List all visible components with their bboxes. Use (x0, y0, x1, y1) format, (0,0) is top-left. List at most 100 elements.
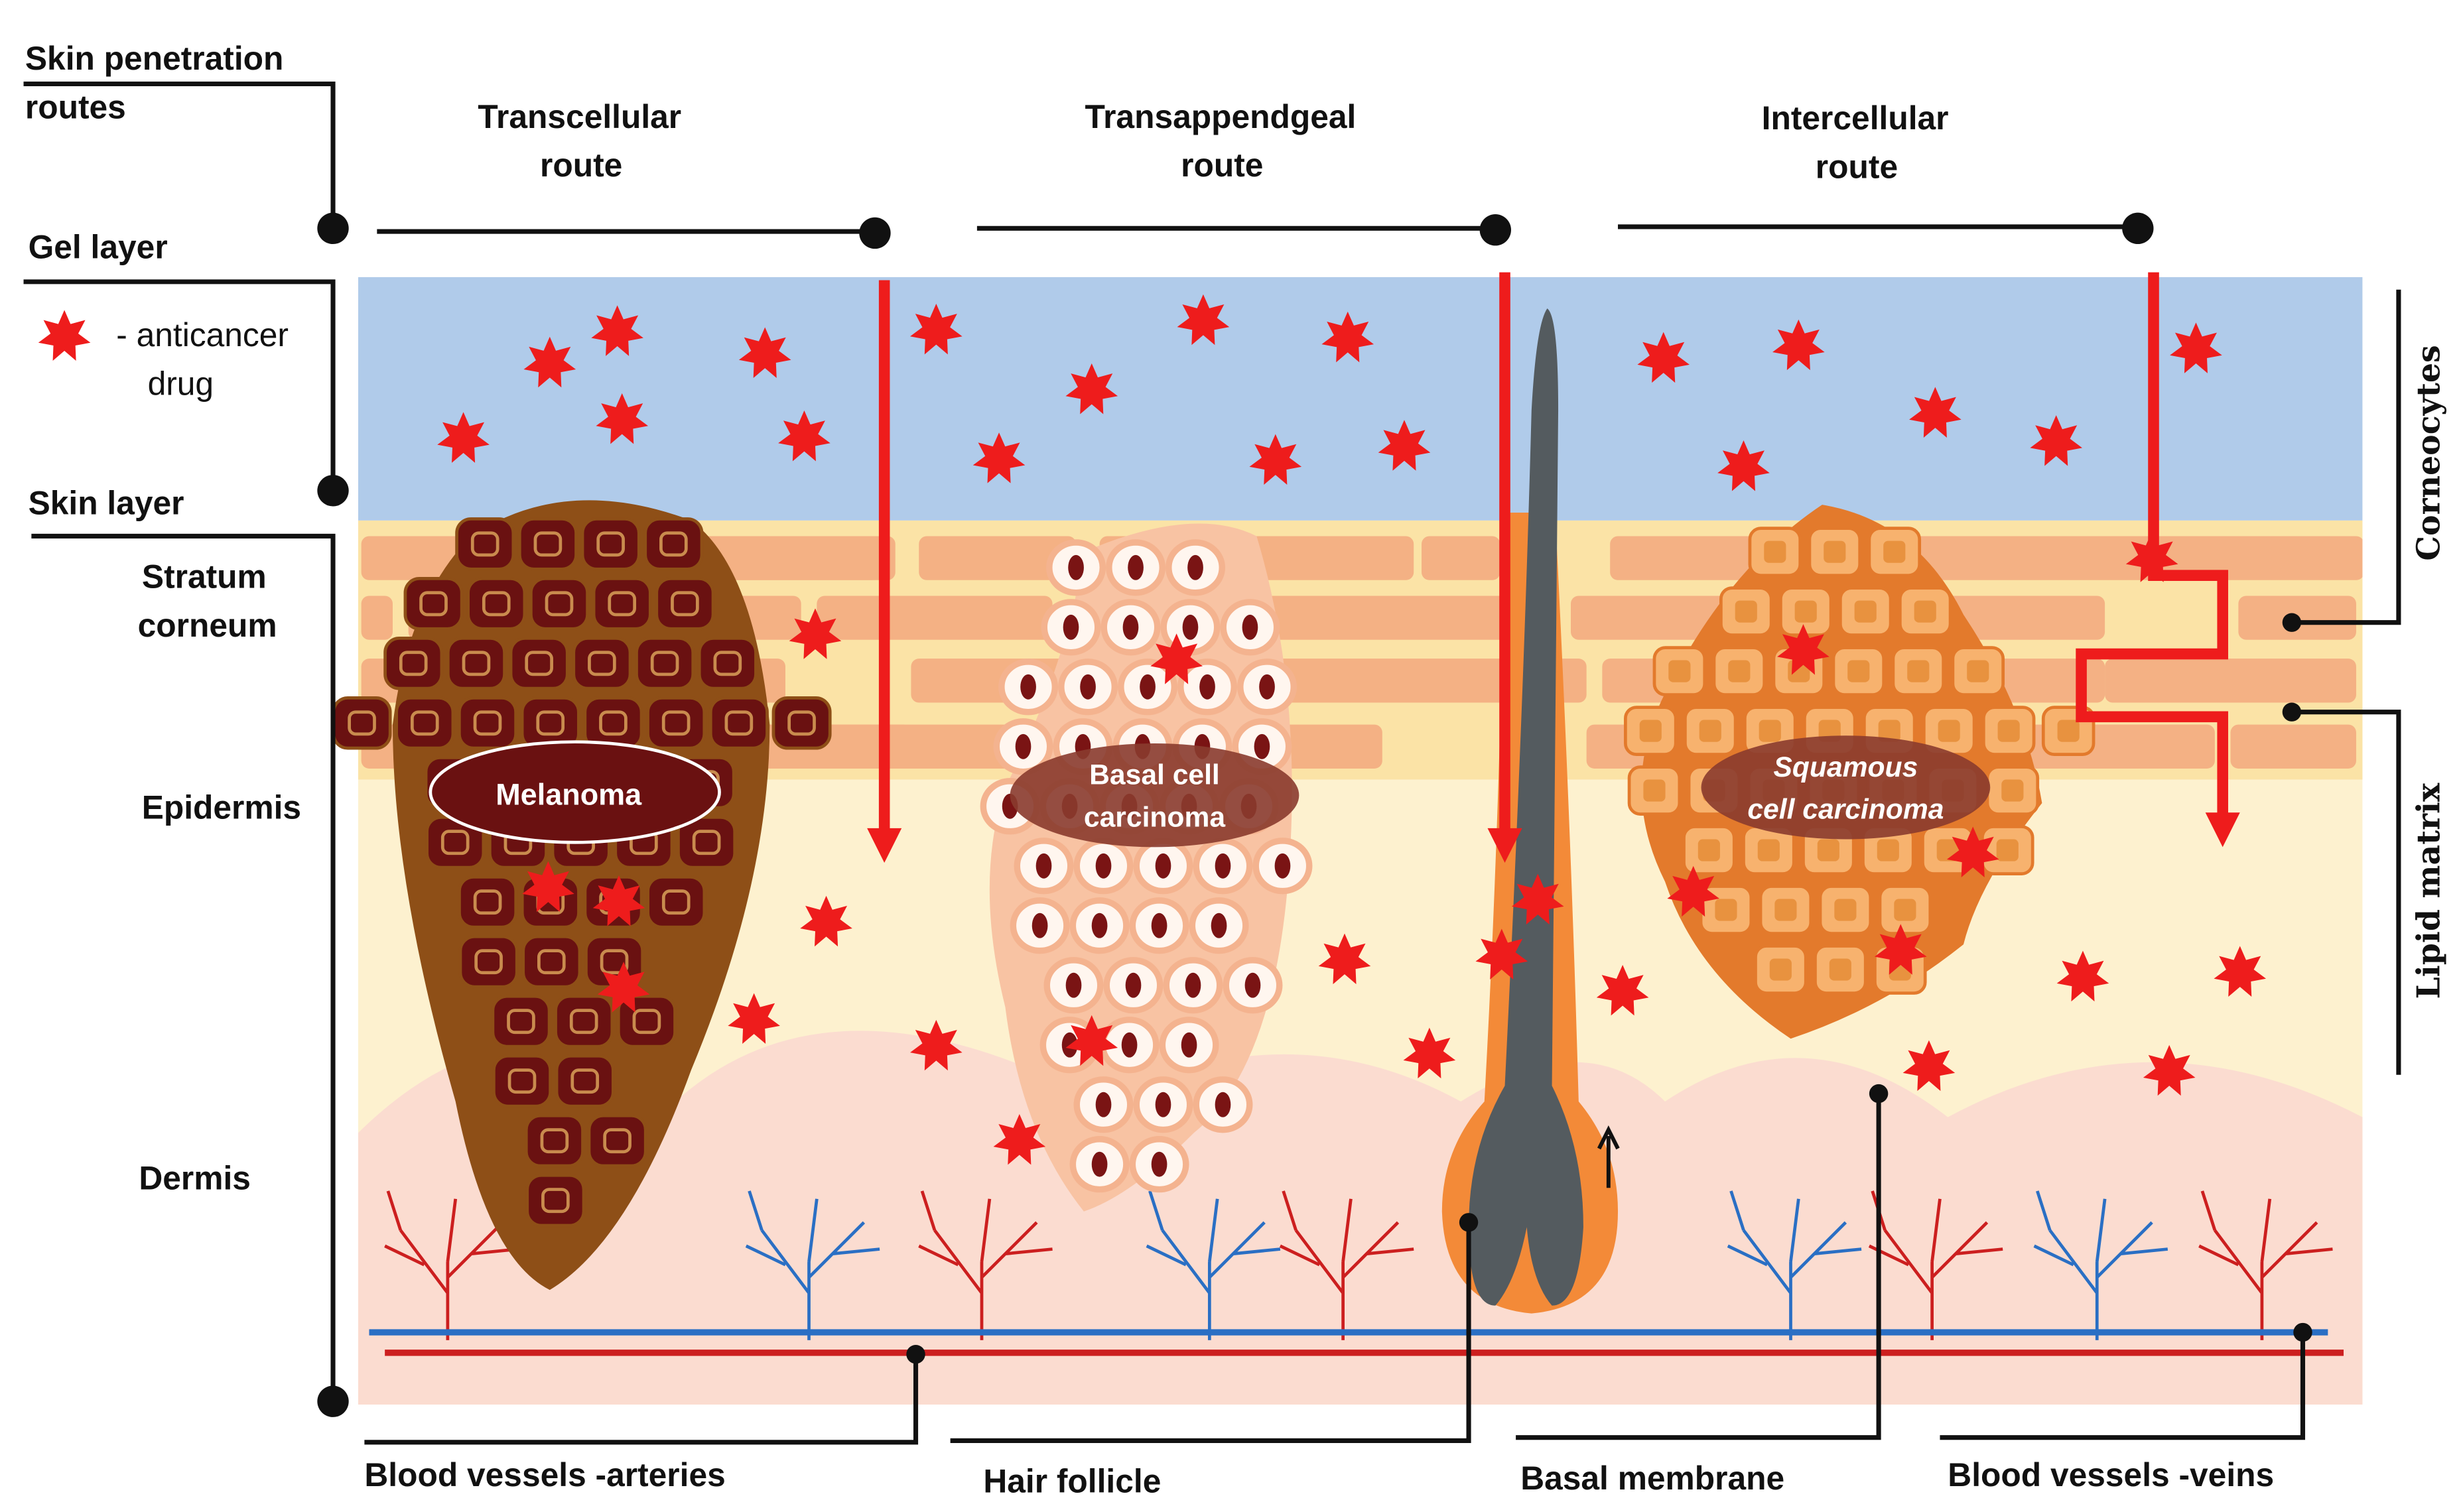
melanoma-cell-nucleus (541, 1188, 570, 1214)
bcc-cell-nucleus (1182, 614, 1199, 640)
lipid-matrix-label: Lipid matrix (2411, 783, 2447, 999)
drug-star (1321, 311, 1374, 363)
skin-penetration-routes-line1: Skin penetration (25, 40, 284, 77)
drug-star (1902, 1040, 1956, 1092)
skin-penetration-routes-line2: routes (25, 89, 126, 126)
corneocyte-brick (1422, 536, 1500, 580)
bcc-cell-nucleus (1274, 853, 1291, 879)
bcc-cell-nucleus (1063, 614, 1079, 640)
melanoma-cell-nucleus (410, 710, 439, 736)
bcc-cell-nucleus (1032, 913, 1048, 938)
route-pointer-lines (377, 224, 2137, 234)
melanoma-cell (697, 637, 758, 690)
melanoma-cell-nucleus (440, 830, 470, 855)
drug-star (2056, 950, 2109, 1002)
corneocyte-brick (919, 536, 1077, 580)
bcc-cell-nucleus (1015, 733, 1032, 759)
melanoma-cell-nucleus (473, 889, 502, 915)
melanoma-cell-nucleus (462, 651, 491, 676)
corneocyte-brick (2105, 659, 2356, 703)
melanoma-cell (491, 994, 551, 1048)
route-pointer-dots (859, 212, 2154, 249)
melanoma-label-bg (429, 740, 721, 844)
melanoma-cell (643, 517, 704, 571)
corneocytes-label: Corneocytes (2411, 345, 2447, 560)
left-brackets (23, 81, 336, 1400)
transappendgeal-route-line1: Transappendgeal (1085, 98, 1356, 135)
melanoma-cell-nucleus (470, 531, 499, 557)
vessel-branch (2198, 1190, 2333, 1340)
melanoma-cell-nucleus (348, 710, 376, 736)
melanoma-cell (583, 696, 643, 750)
melanoma-cell-nucleus (525, 651, 553, 676)
drug-star (1946, 826, 1999, 878)
bcc-cell-nucleus (1091, 913, 1108, 938)
melanoma-cell-nucleus (650, 651, 679, 676)
scc-cell-nucleus (1996, 839, 2019, 861)
scc-cell-nucleus (1847, 660, 1870, 682)
scc-cell-nucleus (1938, 720, 1960, 742)
vessel-branch-path (2198, 1190, 2333, 1340)
drug-star (437, 412, 490, 463)
melanoma-cell (580, 517, 641, 571)
scc-cell-nucleus (1907, 660, 1930, 682)
melanoma-cell (521, 934, 582, 989)
vessel-branch-path (1868, 1190, 2003, 1340)
melanoma-cell-nucleus (545, 591, 574, 617)
legend-drug-star-icon (38, 310, 91, 361)
squamous-cell-carcinoma-tumor: Squamous cell carcinoma (1624, 505, 2096, 1039)
melanoma-cell (524, 1113, 584, 1168)
melanoma-cell (509, 637, 569, 690)
text-labels: Skin penetration routes Gel layer Skin l… (25, 40, 2274, 1499)
melanoma-cell-nucleus (661, 889, 691, 915)
scc-cell-nucleus (1728, 660, 1751, 682)
melanoma-cell (529, 577, 589, 631)
melanoma-cell-nucleus (536, 710, 565, 736)
melanoma-label: Melanoma (496, 777, 642, 811)
drug-star (1378, 420, 1431, 471)
melanoma-cell-nucleus (482, 591, 511, 617)
bcc-cell-nucleus (1128, 554, 1144, 580)
melanoma-cell-nucleus (399, 651, 428, 676)
scc-cell-nucleus (1834, 899, 1857, 921)
vessel-branch-path (2033, 1190, 2168, 1340)
melanoma-cell (332, 696, 392, 750)
melanoma-cell (646, 696, 706, 750)
drug-star (1637, 332, 1690, 383)
melanoma-cell-nucleus (692, 830, 721, 855)
drug-star (1667, 865, 1719, 917)
melanoma-cell (455, 517, 515, 571)
intercellular-arrow (2076, 272, 2228, 816)
blood-vessel-branches (384, 1190, 2333, 1340)
melanoma-cell-nucleus (724, 710, 754, 736)
scc-cell-nucleus (1883, 540, 1906, 563)
route-arrows (867, 272, 2240, 863)
vessel-branch-path (1727, 1190, 1862, 1340)
melanoma-cell-nucleus (537, 949, 566, 975)
melanoma-cell-nucleus (474, 949, 503, 975)
hair-follicle-label: Hair follicle (983, 1463, 1161, 1500)
vessel-branch-path (1146, 1190, 1281, 1340)
right-bracket-dots (2282, 613, 2302, 722)
drug-star (1475, 928, 1528, 979)
drug-star (972, 432, 1026, 483)
vessel-branch-path (384, 1190, 519, 1340)
scc-cell-nucleus (1639, 720, 1662, 742)
veins-label: Blood vessels -veins (1948, 1456, 2274, 1493)
melanoma-cell-nucleus (600, 949, 629, 975)
bcc-cell-nucleus (1151, 1151, 1167, 1177)
drug-star (1065, 363, 1118, 414)
bcc-label-bg (1010, 743, 1299, 848)
scc-cell-nucleus (1769, 958, 1792, 981)
vessel-branch (384, 1190, 519, 1340)
melanoma-cell-nucleus (608, 591, 637, 617)
legend-text: - anticancer drug (116, 316, 289, 402)
drug-star (1318, 933, 1371, 985)
scc-cell-nucleus (2001, 779, 2024, 802)
melanoma-cell (646, 875, 706, 929)
bcc-cell-nucleus (1095, 853, 1112, 879)
scc-label-line2: cell carcinoma (1747, 794, 1944, 826)
vessel-branch (1279, 1190, 1414, 1340)
drug-star (1717, 440, 1770, 491)
melanoma-cell (587, 1113, 647, 1168)
